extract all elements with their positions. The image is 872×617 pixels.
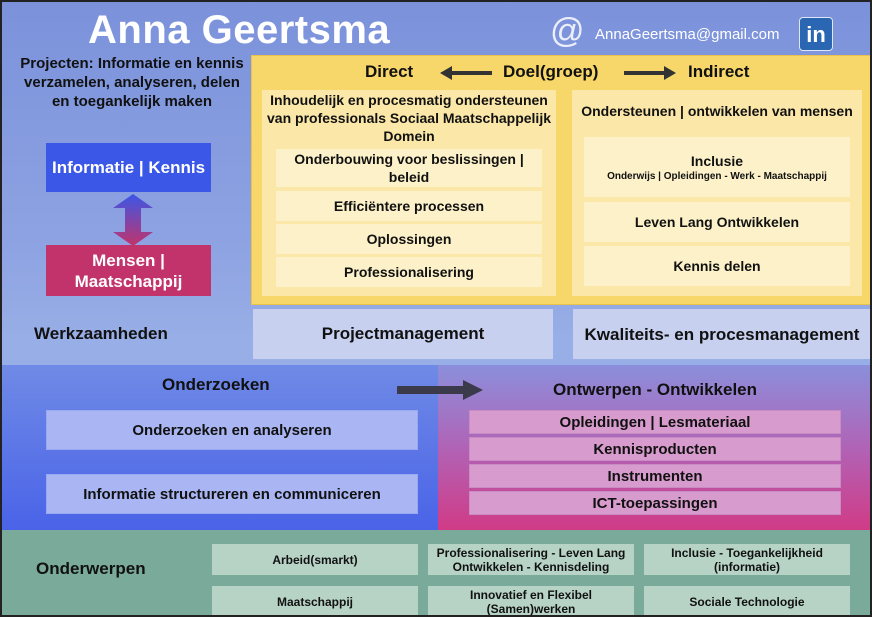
- direct-label: Direct: [365, 62, 414, 81]
- kwaliteitsmanagement-box: Kwaliteits- en procesmanagement: [573, 309, 870, 359]
- info-kennis-box: Informatie | Kennis: [46, 143, 211, 192]
- onderwerpen-title: Onderwerpen: [36, 559, 146, 578]
- double-arrow-icon: [113, 194, 153, 246]
- list-item: Efficiëntere processen: [276, 191, 542, 221]
- at-icon: @: [550, 12, 585, 50]
- goal-panel: Direct Doel(groep) Indirect Inhoudelijk …: [251, 55, 870, 305]
- list-item: Onderbouwing voor beslissingen | beleid: [276, 149, 542, 187]
- list-item: Inclusie Onderwijs | Opleidingen - Werk …: [584, 137, 850, 197]
- arrow-left-icon: [440, 66, 492, 80]
- inclusie-label: Inclusie: [690, 152, 744, 169]
- list-item: ICT-toepassingen: [469, 491, 841, 515]
- list-item: Professionalisering: [276, 257, 542, 287]
- list-item: Informatie structureren en communiceren: [46, 474, 418, 514]
- onderzoeken-title: Onderzoeken: [162, 375, 270, 394]
- indirect-label: Indirect: [688, 62, 750, 81]
- list-item: Instrumenten: [469, 464, 841, 488]
- mensen-maatschappij-box: Mensen | Maatschappij: [46, 245, 211, 296]
- topic-item: Inclusie - Toegankelijkheid (informatie): [644, 544, 850, 575]
- topic-item: Sociale Technologie: [644, 586, 850, 615]
- ontwerpen-title: Ontwerpen - Ontwikkelen: [552, 380, 758, 399]
- direct-column: Inhoudelijk en procesmatig ondersteunen …: [262, 90, 556, 296]
- arrow-right-icon: [397, 380, 483, 400]
- indirect-column: Ondersteunen | ontwikkelen van mensen In…: [572, 90, 862, 296]
- linkedin-icon[interactable]: in: [799, 17, 833, 51]
- email-link[interactable]: AnnaGeertsma@gmail.com: [595, 26, 780, 43]
- list-item: Leven Lang Ontwikkelen: [584, 202, 850, 242]
- arrow-right-icon: [624, 66, 676, 80]
- list-item: Oplossingen: [276, 224, 542, 254]
- werkzaamheden-title: Werkzaamheden: [34, 324, 168, 343]
- inclusie-sub-label: Onderwijs | Opleidingen - Werk - Maatsch…: [607, 170, 827, 182]
- list-item: Onderzoeken en analyseren: [46, 410, 418, 450]
- projects-title: Projecten: Informatie en kennis verzamel…: [20, 55, 244, 110]
- topic-item: Professionalisering - Leven Lang Ontwikk…: [428, 544, 634, 575]
- topic-item: Innovatief en Flexibel (Samen)werken: [428, 586, 634, 615]
- indirect-column-title: Ondersteunen | ontwikkelen van mensen: [581, 103, 853, 119]
- topic-item: Maatschappij: [212, 586, 418, 615]
- list-item: Opleidingen | Lesmateriaal: [469, 410, 841, 434]
- page-title: Anna Geertsma: [88, 8, 391, 52]
- direct-column-title: Inhoudelijk en procesmatig ondersteunen …: [267, 92, 551, 144]
- list-item: Kennisproducten: [469, 437, 841, 461]
- list-item: Kennis delen: [584, 246, 850, 286]
- projectmanagement-box: Projectmanagement: [253, 309, 553, 359]
- doelgroep-label: Doel(groep): [503, 62, 599, 81]
- topic-item: Arbeid(smarkt): [212, 544, 418, 575]
